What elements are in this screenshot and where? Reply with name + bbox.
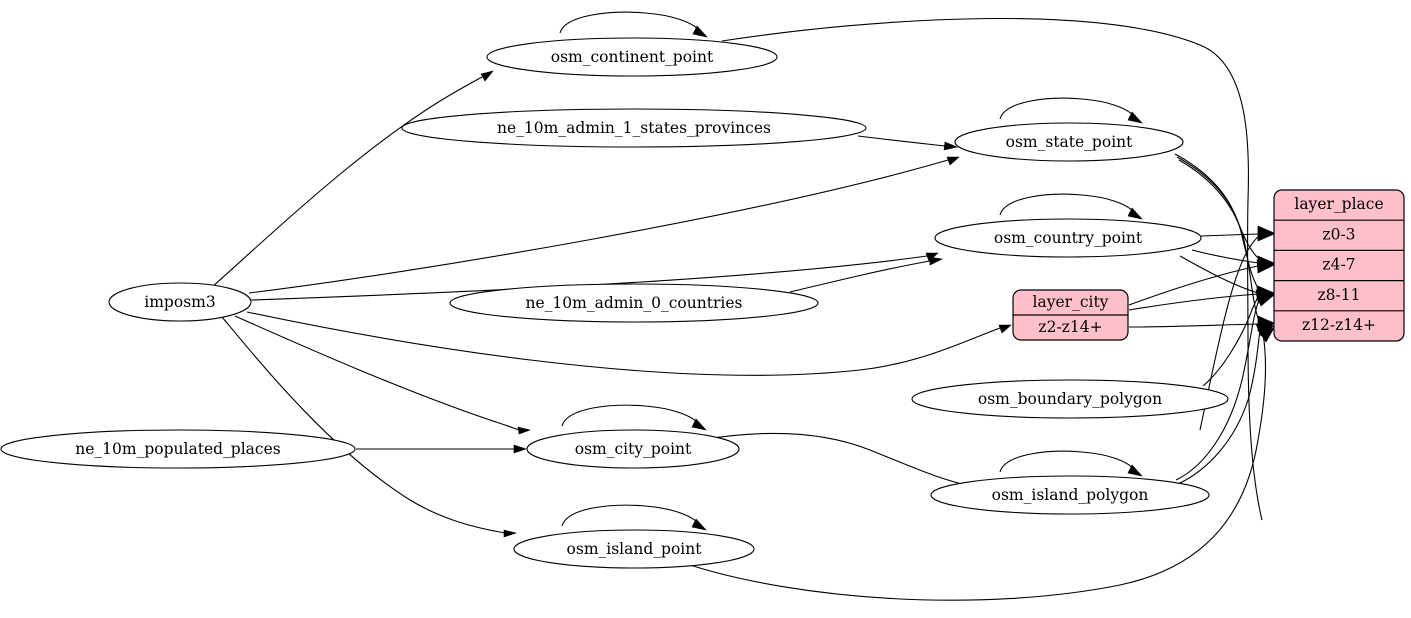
edge-osm_boundary_polygon-layer_place_z8_11 (1202, 295, 1260, 387)
arrowhead-selfloop-osm_city_point (691, 418, 707, 431)
node-osm_city_point[interactable]: osm_city_point (526, 429, 740, 469)
arrowhead-z8-11-e (1255, 293, 1275, 307)
node-label-osm_island_point: osm_island_point (567, 540, 703, 558)
layer_place-row-z0-3[interactable]: z0-3 (1322, 226, 1355, 244)
node-label-ne_10m_admin_1_states_provinces: ne_10m_admin_1_states_provinces (497, 119, 771, 137)
node-label-ne_10m_admin_0_countries: ne_10m_admin_0_countries (526, 294, 743, 312)
edge-imposm3-osm_city_point (234, 315, 520, 431)
arrowhead-selfloop-osm_country_point (1127, 207, 1143, 220)
node-osm_continent_point[interactable]: osm_continent_point (486, 37, 778, 77)
arrowhead-ne_admin1-osm_state_point (943, 141, 958, 151)
node-osm_boundary_polygon[interactable]: osm_boundary_polygon (911, 379, 1229, 419)
arrowhead-selfloop-osm_island_point (691, 518, 707, 531)
node-layer_city[interactable]: layer_city z2-z14+ (1012, 289, 1129, 341)
node-label-osm_state_point: osm_state_point (1006, 133, 1134, 151)
node-label-imposm3: imposm3 (144, 293, 215, 311)
selfloop-osm_continent_point (559, 11, 701, 34)
arrowhead-selfloop-osm_state_point (1127, 111, 1143, 124)
arrowhead-imposm3-layer_city (998, 324, 1012, 334)
arrowhead-imposm3-osm_city_point (517, 426, 532, 435)
edge-imposm3-osm_continent_point (211, 76, 483, 288)
arrowhead-selfloop-osm_island_polygon (1127, 464, 1143, 477)
arrowhead-z12-d (1257, 327, 1275, 343)
edge-osm_island_polygon-layer_place_z12_z14 (1177, 329, 1261, 485)
layer_city-row-z2-z14[interactable]: z2-z14+ (1038, 318, 1102, 336)
node-label-osm_continent_point: osm_continent_point (551, 48, 714, 66)
edge-osm_state_point-layer_place_z12_z14 (1178, 159, 1259, 319)
layer_place-row-z8-11[interactable]: z8-11 (1318, 286, 1361, 304)
arrowhead-imposm3-osm_continent_point (480, 70, 494, 82)
arrowhead-imposm3-osm_island_point (503, 529, 518, 538)
node-osm_island_point[interactable]: osm_island_point (513, 529, 755, 569)
node-osm_state_point[interactable]: osm_state_point (954, 122, 1184, 162)
layer_place-title: layer_place (1294, 195, 1383, 213)
edge-osm_island_point-layer_place_z12_z14 (689, 333, 1266, 601)
edge-layer_city-layer_place_z4_7 (1128, 265, 1259, 306)
edge-layer (211, 11, 1275, 601)
edge-osm_continent_point-layer_place_z0_3 (721, 17, 1263, 521)
edge-imposm3-osm_state_point (248, 159, 949, 294)
edge-layer_city-layer_place_z8_11 (1128, 293, 1259, 311)
selfloop-osm_country_point (999, 193, 1136, 216)
edge-osm_country_point-layer_place_z0_3 (1200, 233, 1259, 237)
arrowhead-selfloop-osm_continent_point (692, 25, 708, 38)
node-ne_10m_admin_0_countries[interactable]: ne_10m_admin_0_countries (449, 283, 819, 323)
edge-osm_country_point-layer_place_z4_7 (1191, 249, 1259, 264)
node-ne_10m_admin_1_states_provinces[interactable]: ne_10m_admin_1_states_provinces (401, 108, 867, 148)
node-layer: imposm3 ne_10m_populated_places osm_cont… (0, 37, 1405, 569)
node-label-osm_island_polygon: osm_island_polygon (992, 486, 1149, 504)
node-layer_place[interactable]: layer_place z0-3 z4-7 z8-11 z12-z14+ (1273, 189, 1405, 342)
layer_place-row-z12-z14[interactable]: z12-z14+ (1302, 316, 1376, 334)
node-label-osm_country_point: osm_country_point (994, 229, 1143, 247)
edge-osm_country_point-layer_place_z8_11 (1179, 255, 1259, 294)
arrowhead-imposm3-osm_state_point (946, 156, 960, 166)
selfloop-osm_city_point (561, 404, 700, 427)
node-osm_island_polygon[interactable]: osm_island_polygon (930, 475, 1210, 515)
arrowhead-z0-3-b (1257, 227, 1275, 242)
node-imposm3[interactable]: imposm3 (108, 282, 252, 322)
arrowhead-imposm3-osm_country_point (925, 252, 939, 262)
edge-layer_city-layer_place_z12_z14 (1128, 323, 1259, 328)
edge-imposm3-layer_city (246, 311, 1001, 376)
arrowhead-ne_populated-osm_city_point (513, 444, 527, 454)
selfloop-osm_island_polygon (999, 450, 1136, 473)
edge-ne_admin0-osm_country_point (789, 260, 931, 293)
node-osm_country_point[interactable]: osm_country_point (934, 218, 1202, 258)
edge-osm_city_point-osm_island_polygon (699, 432, 976, 488)
selfloop-osm_island_point (561, 504, 700, 527)
edge-ne_admin1-osm_state_point (857, 135, 946, 147)
arrowhead-z4-7-c (1256, 259, 1275, 274)
layer_city-title: layer_city (1033, 293, 1109, 311)
node-label-ne_10m_populated_places: ne_10m_populated_places (75, 440, 280, 458)
selfloop-osm_state_point (999, 97, 1136, 120)
layer_place-row-z4-7[interactable]: z4-7 (1322, 256, 1355, 274)
node-label-osm_city_point: osm_city_point (575, 440, 692, 458)
edge-osm_island_polygon-layer_place_z8_11 (1175, 299, 1260, 481)
node-ne_10m_populated_places[interactable]: ne_10m_populated_places (0, 429, 356, 469)
node-label-osm_boundary_polygon: osm_boundary_polygon (978, 390, 1162, 408)
arrowhead-ne_admin0-osm_country_point (929, 256, 943, 266)
edge-imposm3-osm_island_point (221, 316, 506, 534)
